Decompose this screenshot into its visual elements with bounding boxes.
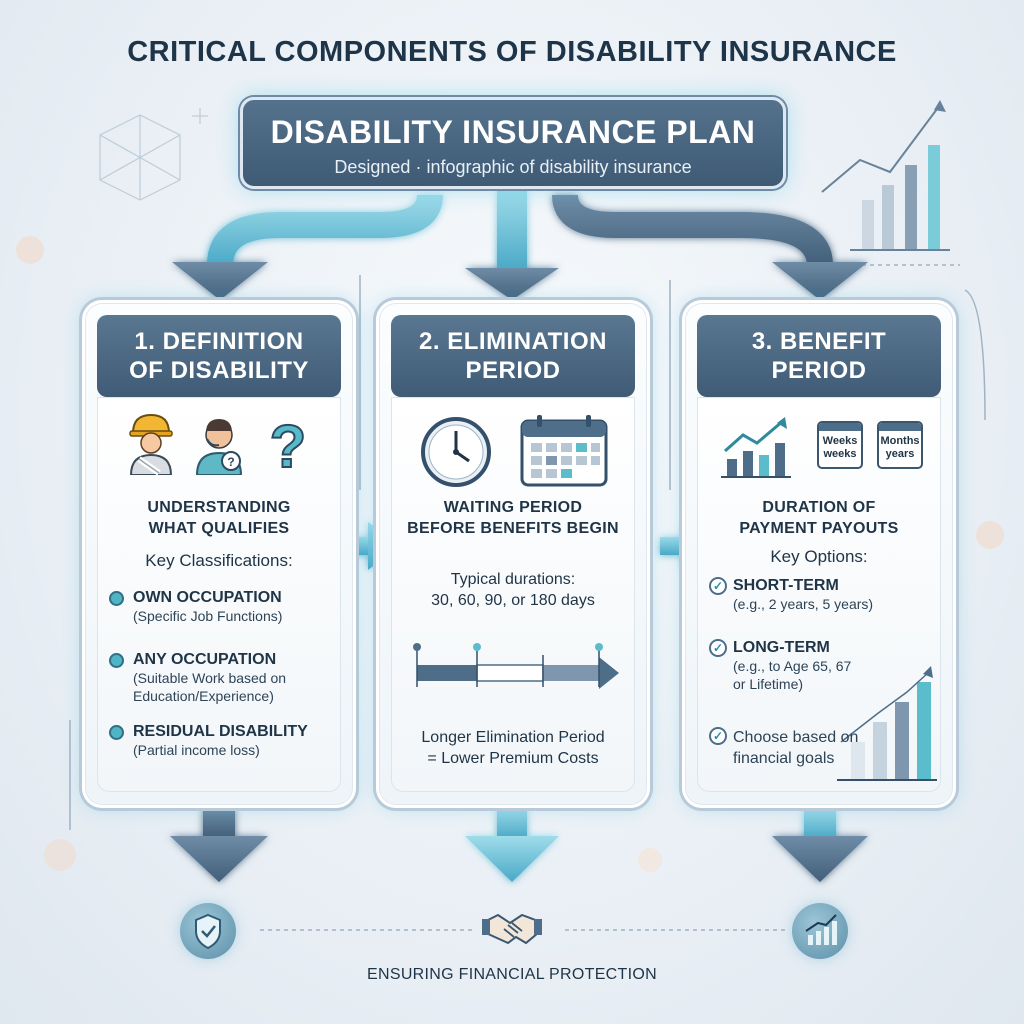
bullet-icon	[109, 653, 124, 668]
card-3-subtitle: DURATION OF PAYMENT PAYOUTS	[697, 497, 941, 539]
card-2-heading-line1: 2. ELIMINATION	[419, 328, 607, 355]
choose-line1: Choose based on	[733, 729, 859, 746]
clock-icon	[421, 417, 491, 487]
bullet-icon	[109, 725, 124, 740]
choose-line2: financial goals	[733, 750, 835, 767]
card-definition-of-disability: 1. DEFINITION OF DISABILITY ? ? UNDERSTA…	[82, 300, 356, 808]
arrow-bottom-1	[170, 808, 268, 882]
elimination-note: Longer Elimination Period = Lower Premiu…	[391, 727, 635, 769]
card-2-subtitle: WAITING PERIOD BEFORE BENEFITS BEGIN	[391, 497, 635, 539]
option-desc-line2: or Lifetime)	[733, 676, 804, 692]
list-item-own-occupation: OWN OCCUPATION (Specific Job Functions)	[109, 589, 341, 625]
card-3-heading: 3. BENEFIT PERIOD	[697, 315, 941, 397]
network-decoration	[99, 108, 208, 201]
card-3-key-label: Key Options:	[770, 547, 868, 566]
card-1-key-label: Key Classifications:	[145, 551, 293, 570]
card-3-subtitle-line2: PAYMENT PAYOUTS	[739, 520, 899, 537]
card-2-heading-line2: PERIOD	[465, 357, 561, 384]
option-desc: (Specific Job Functions)	[133, 608, 283, 624]
timeline-graphic	[413, 643, 619, 689]
svg-text:?: ?	[270, 413, 307, 475]
calendar-weeks-icon: Weeks weeks	[817, 421, 863, 469]
card-2-subtitle-line1: WAITING PERIOD	[443, 499, 583, 516]
check-icon: ✓	[709, 727, 727, 745]
calendar-weeks-line2: weeks	[823, 448, 857, 460]
card-1-body: ? ? UNDERSTANDING WHAT QUALIFIES Key Cla…	[97, 397, 341, 792]
card-1-heading: 1. DEFINITION OF DISABILITY	[97, 315, 341, 397]
svg-text:?: ?	[227, 455, 234, 469]
option-desc: (Partial income loss)	[133, 742, 260, 758]
check-icon: ✓	[709, 577, 727, 595]
durations-line1: Typical durations:	[450, 571, 576, 588]
note-line1: Longer Elimination Period	[421, 729, 605, 746]
handshake-icon	[482, 903, 542, 953]
check-icon: ✓	[709, 639, 727, 657]
card-3-body: Weeks weeks Months years DURATION OF PAY…	[697, 397, 941, 792]
option-desc-line2: Education/Experience)	[133, 688, 274, 704]
main-title: CRITICAL COMPONENTS OF DISABILITY INSURA…	[127, 36, 897, 68]
card-3-heading-line1: 3. BENEFIT	[751, 328, 887, 355]
calendar-months-line1: Months	[880, 435, 920, 447]
durations-line2: 30, 60, 90, or 180 days	[431, 592, 595, 609]
bullet-icon	[109, 591, 124, 606]
plan-header-box: DISABILITY INSURANCE PLAN Designed · inf…	[240, 97, 786, 189]
list-item-choose: ✓ Choose based on financial goals	[709, 727, 941, 769]
arrow-bottom-3	[772, 808, 868, 882]
rising-bars-decoration	[837, 666, 937, 781]
option-desc: (Suitable Work based on	[133, 670, 287, 686]
arrow-bottom-2	[465, 808, 559, 882]
calendar-icon	[520, 415, 608, 487]
plan-subtitle: Designed · infographic of disability ins…	[334, 157, 692, 177]
plan-title: DISABILITY INSURANCE PLAN	[270, 114, 756, 150]
card-3-heading-line2: PERIOD	[771, 357, 867, 384]
list-item-any-occupation: ANY OCCUPATION (Suitable Work based on E…	[109, 651, 341, 705]
option-name: ANY OCCUPATION	[133, 651, 277, 668]
option-name: OWN OCCUPATION	[133, 589, 282, 606]
card-1-heading-line1: 1. DEFINITION	[134, 328, 304, 355]
worker-icon	[129, 413, 173, 475]
note-line2: = Lower Premium Costs	[427, 750, 599, 767]
card-1-heading-line2: OF DISABILITY	[129, 357, 309, 384]
arrow-to-card-2	[465, 190, 559, 300]
trend-decoration	[821, 100, 950, 251]
option-name: SHORT-TERM	[733, 577, 839, 594]
option-desc: (e.g., to Age 65, 67	[733, 658, 852, 674]
card-2-subtitle-line2: BEFORE BENEFITS BEGIN	[407, 520, 619, 537]
shield-check-icon	[180, 903, 236, 959]
calendar-months-icon: Months years	[877, 421, 923, 469]
calendar-weeks-line1: Weeks	[822, 435, 858, 447]
card-benefit-period: 3. BENEFIT PERIOD Weeks weeks Months yea…	[682, 300, 956, 808]
list-item-short-term: ✓ SHORT-TERM (e.g., 2 years, 5 years)	[709, 577, 941, 613]
arrow-to-card-3	[552, 193, 868, 300]
card-2-body: WAITING PERIOD BEFORE BENEFITS BEGIN Typ…	[391, 397, 635, 792]
support-agent-icon: ?	[195, 419, 243, 475]
growth-chart-icon	[721, 417, 791, 478]
card-elimination-period: 2. ELIMINATION PERIOD	[376, 300, 650, 808]
footer-text: ENSURING FINANCIAL PROTECTION	[367, 966, 657, 983]
option-name: RESIDUAL DISABILITY	[133, 723, 308, 740]
card-1-subtitle: UNDERSTANDING WHAT QUALIFIES	[97, 497, 341, 539]
question-mark-icon: ?	[269, 412, 308, 475]
list-item-residual-disability: RESIDUAL DISABILITY (Partial income loss…	[109, 723, 341, 759]
typical-durations: Typical durations: 30, 60, 90, or 180 da…	[391, 569, 635, 611]
calendar-months-line2: years	[885, 448, 915, 460]
card-2-heading: 2. ELIMINATION PERIOD	[391, 315, 635, 397]
list-item-long-term: ✓ LONG-TERM (e.g., to Age 65, 67 or Life…	[709, 639, 941, 693]
bar-chart-icon	[792, 903, 848, 959]
arrow-to-card-1	[172, 193, 443, 300]
card-1-subtitle-line2: WHAT QUALIFIES	[148, 520, 290, 537]
card-1-subtitle-line1: UNDERSTANDING	[147, 499, 291, 516]
card-3-subtitle-line1: DURATION OF	[762, 499, 876, 516]
option-desc: (e.g., 2 years, 5 years)	[733, 596, 874, 612]
option-name: LONG-TERM	[733, 639, 830, 656]
